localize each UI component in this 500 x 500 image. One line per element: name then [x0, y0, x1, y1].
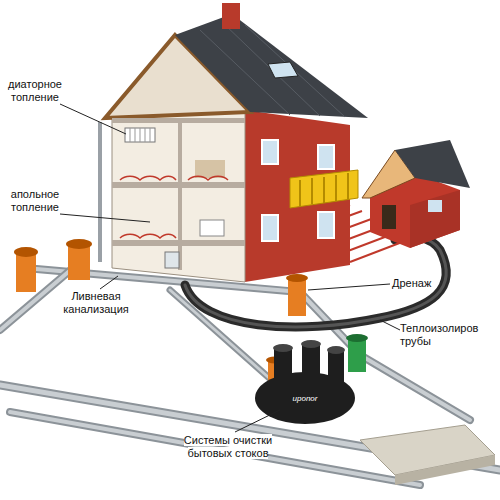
logo-text: uponor — [293, 394, 318, 403]
label-text: Системы очистки бытовых стоков — [184, 434, 272, 459]
system-label: диаторное топление — [4, 78, 66, 104]
system-label: Теплоизолиров трубы — [400, 322, 492, 348]
system-label: Ливневая канализация — [50, 290, 142, 316]
label-text: Теплоизолиров трубы — [400, 322, 478, 347]
system-label: апольное топление — [4, 188, 66, 214]
label-text: Ливневая канализация — [63, 290, 129, 315]
system-label: Системы очистки бытовых стоков — [168, 434, 288, 460]
system-label: Дренаж — [392, 277, 452, 290]
label-text: апольное топление — [11, 188, 59, 213]
brand-logo: uponor — [285, 394, 325, 403]
label-text: диаторное топление — [8, 78, 62, 103]
label-text: Дренаж — [392, 277, 431, 289]
